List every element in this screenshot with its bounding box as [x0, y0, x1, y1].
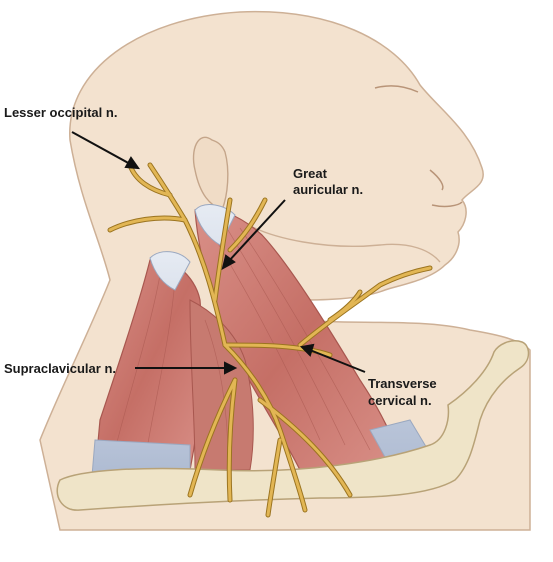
mouth [431, 201, 463, 208]
leader-lines [71, 131, 366, 375]
supraclavicular-label: Supraclavicular n. [4, 361, 116, 376]
nerve-branches [107, 162, 433, 518]
great-auricular-label-line2: auricular n. [293, 182, 363, 197]
lesser-occipital-label: Lesser occipital n. [4, 105, 117, 120]
eye [374, 85, 419, 93]
transverse-cervical-label-line2: cervical n. [368, 393, 432, 408]
great-auricular-label-line1: Great [293, 166, 328, 181]
nose [429, 169, 444, 191]
clavicle-bone [56, 340, 530, 511]
transverse-cervical-label-line1: Transverse [368, 376, 437, 391]
jawline [239, 219, 441, 263]
scalene-muscle [189, 299, 254, 471]
